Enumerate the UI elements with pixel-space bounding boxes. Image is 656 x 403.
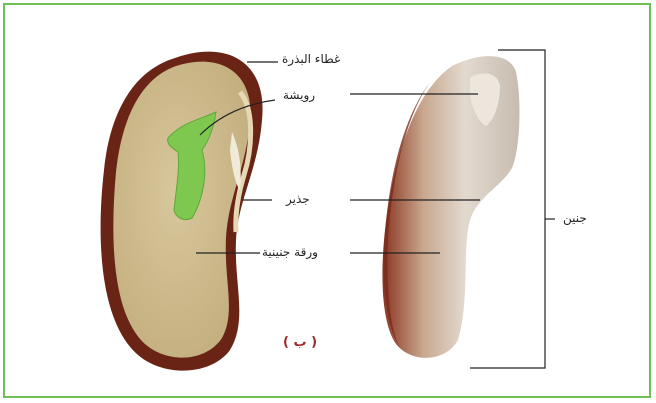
left-seed	[101, 52, 263, 371]
label-cotyledon: ورقة جنينية	[262, 245, 318, 259]
label-embryo: جنين	[563, 211, 587, 225]
label-radicle: جذير	[286, 192, 310, 206]
figure-caption: ( ب )	[283, 335, 317, 350]
label-seed-coat: غطاء البذرة	[282, 52, 340, 66]
label-plumule: رويشة	[283, 88, 315, 102]
embryo-shape	[382, 56, 519, 358]
right-seed	[382, 56, 519, 358]
